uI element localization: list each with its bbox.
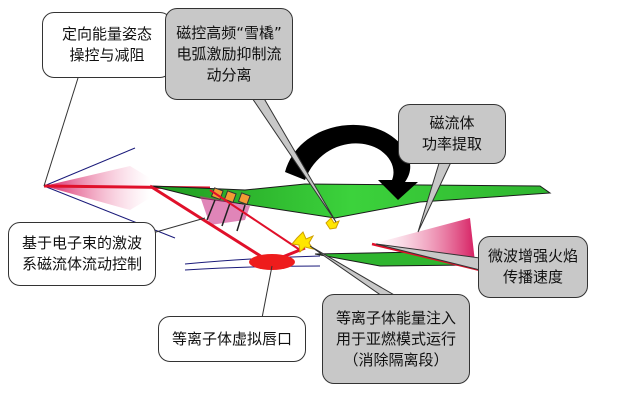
callout-directional-energy: 定向能量姿态 操控与减阻: [42, 12, 172, 78]
shock-line-upper: [43, 147, 136, 187]
callout-directional-line-1: 定向能量姿态: [61, 25, 152, 43]
callout-injection-line-3: （消除隔离段）: [343, 350, 449, 369]
plasma-virtual-lip: [249, 254, 295, 270]
ebeam-arrow-3: [236, 204, 246, 232]
callout-plasma-energy-injection: 等离子体能量注入 用于亚燃模式运行 （消除隔离段）: [322, 294, 470, 384]
callout-stilt-line-2: 电弧激励抑制流: [176, 44, 282, 63]
plasma-injection-spark: [291, 231, 315, 254]
callout-plasma-lip-line-1: 等离子体虚拟唇口: [171, 329, 292, 348]
callout-ebeam-mhd-control: 基于电子束的激波 系磁流体流动控制: [8, 222, 156, 286]
callout-plasma-virtual-lip: 等离子体虚拟唇口: [158, 316, 306, 362]
callout-injection-line-1: 等离子体能量注入: [335, 308, 456, 327]
callout-stilt-line-3: 动分离: [206, 65, 252, 84]
callout-mhd-line-2: 功率提取: [421, 135, 482, 153]
magnetic-arc-spark: [325, 217, 340, 230]
ebeam-arrow-2: [221, 202, 231, 227]
leader-plasma-lip: [261, 265, 273, 319]
callout-injection-line-2: 用于亚燃模式运行: [335, 329, 456, 348]
magnet-3: [237, 192, 251, 206]
callout-microwave-line-2: 传播速度: [502, 268, 563, 286]
callout-ebeam-line-1: 基于电子束的激波: [21, 234, 142, 252]
ebeam-arrow-1: [206, 199, 216, 221]
recirculation-arrow-icon: [285, 124, 418, 200]
ebeam-plasma-region: [200, 196, 250, 225]
callout-stilt-line-1: 磁控高频“雪橇”: [176, 23, 282, 42]
reflected-shock-beam-2: [209, 189, 301, 251]
mhd-power-glow: [372, 218, 475, 262]
magnet-2: [223, 190, 237, 204]
cowl-flow-line-2: [184, 265, 321, 271]
callout-microwave-line-1: 微波增强火焰: [487, 247, 578, 265]
callout-mhd-line-1: 磁流体: [429, 114, 475, 132]
callout-ebeam-line-2: 系磁流体流动控制: [21, 255, 142, 273]
callout-microwave-flame: 微波增强火焰 传播速度: [478, 236, 588, 298]
callout-directional-line-2: 操控与减阻: [69, 46, 145, 64]
callout-magnetic-stilt-arc: 磁控高频“雪橇” 电弧激励抑制流 动分离: [165, 8, 293, 100]
callout-mhd-power-extraction: 磁流体 功率提取: [398, 104, 506, 164]
leader-directional: [43, 77, 79, 187]
